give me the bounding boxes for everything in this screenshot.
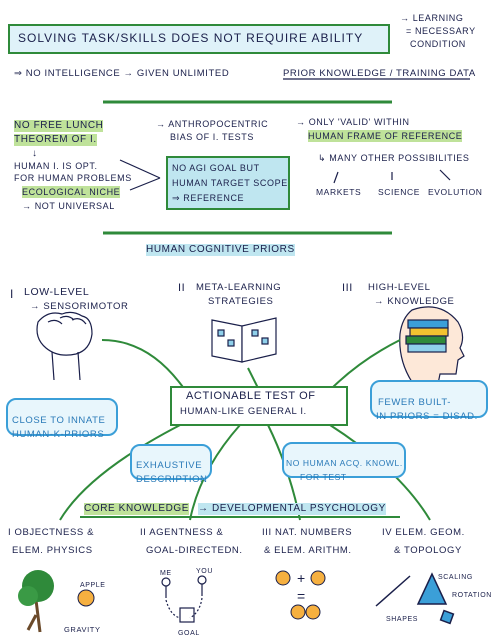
scaling-label: Scaling [438,574,473,581]
core-item-label: II Agentness & [140,527,224,538]
core-heading: Core knowledge [84,503,190,515]
valid-text: human frame of reference [308,130,463,142]
core-heading: → Developmental psychology [198,503,386,515]
fewer-priors-text: in priors = disad. [376,410,478,422]
arrow [247,367,259,389]
prior-high-text: High-level [368,282,431,293]
eco-niche-text: → not universal [22,201,115,211]
human-opt-arrow: ↓ [32,148,38,159]
close-innate-text: human-k-priors [12,428,105,440]
arrow [129,177,161,191]
prior-numeral: III [342,282,353,294]
arrow [59,419,191,521]
possibility-evolution: Evolution [428,187,483,197]
agents-drawing [161,575,207,623]
arrow [329,339,401,391]
plus-sign: + [297,570,306,586]
fewer-priors-cloud [370,380,488,418]
anthro-text: → Anthropocentric [156,119,269,129]
no-human-cloud [282,442,406,478]
anthro-text: bias of I. tests [170,132,254,142]
prior-meta-text: Strategies [208,296,274,307]
arrow [439,169,451,181]
priors-heading: Human cognitive priors [146,244,295,256]
agi-goal-text: No AGI goal but [172,163,260,173]
nfl-text: theorem of I. [14,134,97,146]
agi-goal-box [166,156,290,210]
arrow [119,159,161,179]
book-drawing [211,317,277,363]
exhaustive-cloud [130,444,212,480]
apple-drawing [77,589,95,607]
core-item-label: I Objectness & [8,527,95,538]
close-innate-cloud [6,398,118,436]
arrow [101,339,186,391]
me-label: Me [160,570,172,577]
actionable-test-text: human-like general I. [180,406,307,417]
side-note-line: Condition [410,39,466,49]
nfl-text: No free lunch [14,120,104,132]
human-opt-text: Human I. is opt. [14,161,98,171]
core-item-label: IV Elem. geom. [382,527,465,538]
possibility-science: Science [378,187,420,197]
side-note-line: → Learning [400,13,464,23]
prior-numeral: I [10,287,14,301]
human-opt-text: for human problems [14,173,132,183]
no-human-text: for test [300,471,347,482]
agi-goal-text: human target scope [172,178,288,188]
geometry-drawing [375,572,455,625]
fewer-priors-text: Fewer built- [378,396,451,408]
no-intelligence-text: ⇒ No intelligence → given unlimited [14,68,230,79]
core-item-label: & Elem. arithm. [264,545,352,556]
fist-drawing [36,311,93,381]
arrow [333,171,339,184]
actionable-test-text: Actionable test of [186,390,316,402]
numbers-drawing [275,570,326,620]
prior-high-text: → Knowledge [374,296,455,307]
rotation-label: Rotation [452,592,492,599]
head-drawing [399,306,465,385]
prior-meta-text: Meta-Learning [196,282,282,293]
core-item-label: III Nat. numbers [262,527,353,538]
close-innate-text: Close to innate [12,414,106,426]
tree-drawing [18,570,54,633]
possibility-markets: Markets [316,187,362,197]
no-human-text: No human acq. knowl. [286,457,403,468]
prior-numeral: II [178,282,186,294]
prior-knowledge-text: prior knowledge / training data [283,68,476,79]
equals-sign: = [297,588,306,604]
exhaustive-text: Exhaustive [136,459,203,471]
valid-text: → Only 'valid' within [296,117,410,127]
page-title: Solving task/skills does not require abi… [18,31,364,45]
eco-niche-text: Ecological niche [22,186,121,198]
goal-label: Goal [178,630,200,637]
prior-low-text: → Sensorimotor [30,301,129,312]
you-label: You [196,568,213,575]
many-possibilities-text: ↳ Many other possibilities [318,153,470,163]
side-note-line: = Necessary [406,26,476,36]
apple-label: Apple [80,582,106,589]
exhaustive-text: description [136,473,208,485]
core-item-label: & topology [394,545,462,556]
gravity-label: Gravity [64,625,101,634]
shapes-label: Shapes [386,616,418,623]
core-item-label: Goal-directedn. [146,545,243,556]
agi-goal-text: ⇒ reference [172,193,245,203]
actionable-test-box [170,386,348,426]
prior-low-text: Low-level [24,286,90,298]
title-box [8,24,390,54]
core-item-label: Elem. physics [12,545,93,556]
